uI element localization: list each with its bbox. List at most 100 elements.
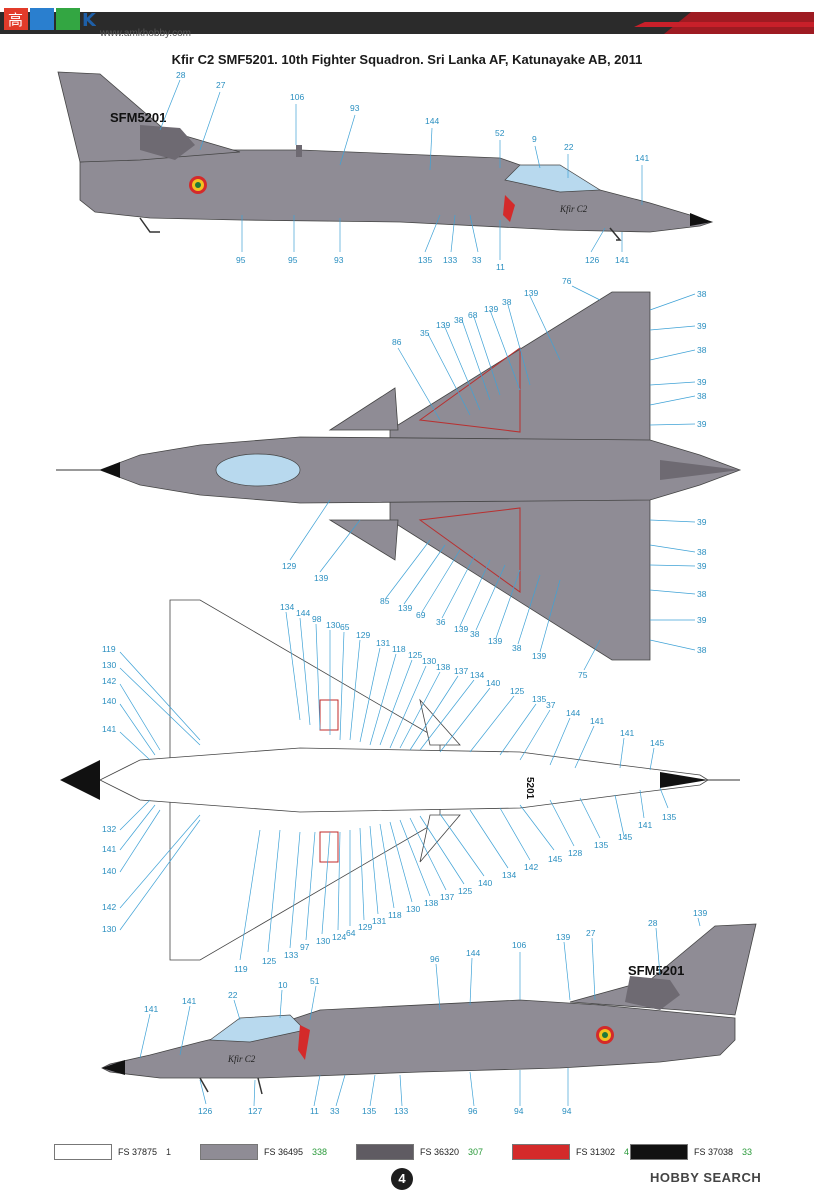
svg-text:38: 38: [502, 297, 512, 307]
svg-text:125: 125: [408, 650, 422, 660]
svg-text:39: 39: [697, 419, 707, 429]
header-red-accent: [634, 22, 814, 27]
svg-text:131: 131: [372, 916, 386, 926]
svg-text:139: 139: [484, 304, 498, 314]
svg-text:33: 33: [472, 255, 482, 265]
legend-qty: 338: [312, 1147, 328, 1157]
side-bottom-callouts: 139 28 27 139 106 144 96 51 10 22 141 14…: [144, 908, 707, 1116]
svg-text:135: 135: [532, 694, 546, 704]
svg-text:144: 144: [466, 948, 480, 958]
site-url[interactable]: www.amkhobby.com: [100, 28, 191, 39]
svg-text:141: 141: [620, 728, 634, 738]
svg-text:33: 33: [330, 1106, 340, 1116]
tail-code-top: SFM5201: [110, 110, 166, 125]
svg-text:138: 138: [436, 662, 450, 672]
svg-text:137: 137: [440, 892, 454, 902]
svg-text:36: 36: [436, 617, 446, 627]
svg-text:119: 119: [234, 964, 248, 974]
legend-qty: 307: [468, 1147, 484, 1157]
legend-code: FS 31302: [576, 1147, 616, 1157]
svg-text:38: 38: [697, 645, 707, 655]
svg-text:10: 10: [278, 980, 288, 990]
legend-code: FS 37875: [118, 1147, 158, 1157]
svg-text:51: 51: [310, 976, 320, 986]
svg-text:142: 142: [102, 902, 116, 912]
svg-text:139: 139: [398, 603, 412, 613]
svg-text:130: 130: [316, 936, 330, 946]
svg-text:128: 128: [568, 848, 582, 858]
svg-text:106: 106: [290, 92, 304, 102]
bottom-view: 5201: [60, 599, 740, 974]
svg-text:133: 133: [284, 950, 298, 960]
svg-text:135: 135: [662, 812, 676, 822]
svg-text:38: 38: [697, 547, 707, 557]
svg-text:135: 135: [362, 1106, 376, 1116]
svg-text:39: 39: [697, 321, 707, 331]
svg-text:141: 141: [635, 153, 649, 163]
svg-text:139: 139: [556, 932, 570, 942]
svg-text:144: 144: [425, 116, 439, 126]
svg-text:126: 126: [198, 1106, 212, 1116]
svg-text:129: 129: [282, 561, 296, 571]
svg-text:125: 125: [510, 686, 524, 696]
logo: 高 K: [4, 8, 96, 31]
svg-text:39: 39: [697, 517, 707, 527]
svg-text:141: 141: [102, 844, 116, 854]
svg-text:38: 38: [454, 315, 464, 325]
svg-text:141: 141: [615, 255, 629, 265]
svg-text:140: 140: [486, 678, 500, 688]
svg-text:139: 139: [436, 320, 450, 330]
svg-text:28: 28: [176, 70, 186, 80]
svg-text:142: 142: [102, 676, 116, 686]
svg-text:39: 39: [697, 615, 707, 625]
svg-text:129: 129: [358, 922, 372, 932]
svg-text:130: 130: [102, 924, 116, 934]
legend-qty: 33: [742, 1147, 753, 1157]
svg-text:139: 139: [532, 651, 546, 661]
svg-text:145: 145: [548, 854, 562, 864]
svg-text:135: 135: [594, 840, 608, 850]
svg-text:141: 141: [182, 996, 196, 1006]
svg-text:118: 118: [388, 910, 402, 920]
svg-text:96: 96: [468, 1106, 478, 1116]
svg-text:39: 39: [697, 561, 707, 571]
svg-text:139: 139: [524, 288, 538, 298]
svg-text:38: 38: [697, 345, 707, 355]
svg-text:141: 141: [144, 1004, 158, 1014]
svg-text:65: 65: [340, 622, 350, 632]
svg-text:96: 96: [430, 954, 440, 964]
svg-text:38: 38: [697, 589, 707, 599]
svg-text:133: 133: [394, 1106, 408, 1116]
svg-text:35: 35: [420, 328, 430, 338]
svg-text:76: 76: [562, 276, 572, 286]
svg-text:39: 39: [697, 377, 707, 387]
svg-text:125: 125: [458, 886, 472, 896]
svg-text:134: 134: [502, 870, 516, 880]
svg-text:131: 131: [376, 638, 390, 648]
svg-text:38: 38: [697, 391, 707, 401]
svg-text:94: 94: [562, 1106, 572, 1116]
svg-text:11: 11: [496, 262, 505, 272]
svg-text:124: 124: [332, 932, 346, 942]
nose-marking-bottom: Kfir C2: [227, 1054, 256, 1064]
svg-text:38: 38: [512, 643, 522, 653]
svg-text:135: 135: [418, 255, 432, 265]
svg-text:69: 69: [416, 610, 426, 620]
svg-text:132: 132: [102, 824, 116, 834]
top-view-callouts: 86 35 139 38 68 139 38 139 76 38 39 38 3…: [282, 276, 707, 680]
svg-text:64: 64: [346, 928, 356, 938]
svg-text:140: 140: [102, 866, 116, 876]
legend-qty: 1: [166, 1147, 172, 1157]
svg-text:27: 27: [586, 928, 596, 938]
svg-text:22: 22: [228, 990, 238, 1000]
svg-text:22: 22: [564, 142, 574, 152]
side-view-bottom: SFM5201 Kfir C2: [101, 908, 757, 1116]
svg-text:97: 97: [300, 942, 310, 952]
swatch-fs31302: [512, 1144, 570, 1160]
svg-text:139: 139: [314, 573, 328, 583]
aircraft-plates: SFM5201 Kfir C2 28 27: [56, 70, 757, 1116]
svg-text:52: 52: [495, 128, 505, 138]
top-view: 86 35 139 38 68 139 38 139 76 38 39 38 3…: [56, 276, 742, 680]
svg-text:11: 11: [310, 1106, 319, 1116]
svg-text:145: 145: [618, 832, 632, 842]
